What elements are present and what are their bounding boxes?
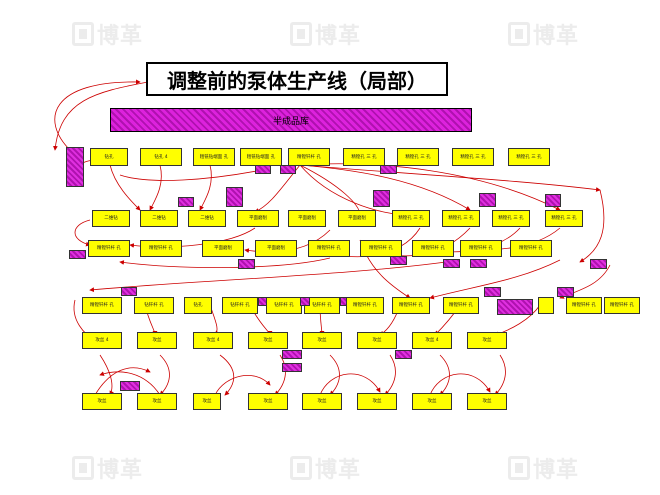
machine-node: 攻丝 4 [193, 332, 233, 349]
machine-node: 二维钻 [140, 210, 178, 227]
diagram-title: 调整前的泵体生产线（局部） [146, 62, 448, 96]
machine-node: 攻丝 [248, 332, 288, 349]
machine-node: 攻丝 [467, 332, 507, 349]
machine-node: 精镗钎杆 孔 [308, 240, 350, 257]
wip-buffer [545, 194, 561, 207]
machine-node: 精镗孔 三 孔 [492, 210, 530, 227]
wip-buffer [479, 193, 496, 207]
wip-buffer [66, 147, 84, 187]
watermark-2: 博革 [290, 18, 361, 50]
logo-icon [72, 456, 94, 480]
machine-node: 粗铣钻端面 孔 [193, 148, 235, 166]
watermark-1: 博革 [72, 18, 143, 50]
machine-node: 钻孔 [90, 148, 128, 166]
machine-node: 精镗孔 三 孔 [452, 148, 494, 166]
machine-node: 精镗孔 三 孔 [442, 210, 480, 227]
machine-node: 精镗钎杆 孔 [443, 297, 479, 314]
logo-icon [290, 22, 312, 46]
wip-buffer [557, 287, 574, 297]
machine-node: 平面磨削 [288, 210, 326, 227]
machine-node: 精镗钎杆 孔 [288, 148, 330, 166]
machine-node: 精镗孔 三 孔 [397, 148, 439, 166]
machine-node: 精镗钎杆 孔 [604, 297, 640, 314]
wip-buffer [390, 256, 407, 265]
machine-node: 精镗孔 三 孔 [392, 210, 430, 227]
wip-buffer [121, 287, 137, 296]
wip-buffer [280, 165, 296, 174]
watermark-5: 博革 [290, 452, 361, 484]
wip-buffer [590, 259, 607, 269]
wip-buffer [178, 197, 194, 207]
logo-icon [508, 22, 530, 46]
wip-buffer [282, 363, 302, 372]
machine-node: 攻丝 4 [412, 332, 452, 349]
wip-buffer [497, 299, 533, 315]
wip-buffer [120, 381, 140, 391]
machine-node: 攻丝 [302, 332, 342, 349]
machine-node: 精镗钎杆 孔 [360, 240, 402, 257]
machine-node: 二维钻 [92, 210, 130, 227]
wip-buffer [255, 165, 271, 174]
machine-node: 精镗钎杆 孔 [412, 240, 454, 257]
logo-icon [290, 456, 312, 480]
logo-icon [508, 456, 530, 480]
wip-buffer [470, 259, 487, 268]
machine-node: 二维钻 [188, 210, 226, 227]
machine-node: 攻丝 [357, 393, 397, 410]
wip-buffer [282, 350, 302, 359]
machine-node: 钻钎杆 孔 [222, 297, 258, 314]
machine-node: 钻孔 4 [140, 148, 182, 166]
wip-buffer [373, 190, 390, 207]
machine-node: 攻丝 [467, 393, 507, 410]
machine-node: 精镗孔 三 孔 [343, 148, 385, 166]
machine-node: 精镗钎杆 孔 [392, 297, 430, 314]
machine-node: 攻丝 [412, 393, 452, 410]
machine-node: 攻丝 [82, 393, 122, 410]
wip-buffer [484, 287, 501, 297]
wip-buffer [380, 165, 397, 174]
machine-node: 钻孔 [184, 297, 212, 314]
header-bar-label: 半成品库 [272, 116, 309, 127]
machine-node [538, 297, 554, 314]
machine-node: 精镗钎杆 孔 [510, 240, 552, 257]
wip-buffer [395, 350, 412, 359]
watermark-6: 博革 [508, 452, 579, 484]
machine-node: 攻丝 [248, 393, 288, 410]
machine-node: 精镗孔 三 孔 [545, 210, 583, 227]
machine-node: 钻钎杆 孔 [134, 297, 174, 314]
machine-node: 钻钎杆 孔 [266, 297, 302, 314]
machine-node: 攻丝 [137, 332, 177, 349]
wip-buffer [258, 297, 267, 306]
watermark-4: 博革 [72, 452, 143, 484]
machine-node: 攻丝 [302, 393, 342, 410]
machine-node: 攻丝 [193, 393, 221, 410]
machine-node: 平面磨削 [237, 210, 279, 227]
logo-icon [72, 22, 94, 46]
machine-node: 精镗钎杆 孔 [566, 297, 602, 314]
machine-node: 粗铣钻端面 孔 [240, 148, 282, 166]
wip-buffer [443, 259, 460, 268]
watermark-3: 博革 [508, 18, 579, 50]
wip-buffer [69, 250, 86, 259]
machine-node: 精镗钎杆 孔 [140, 240, 182, 257]
machine-node: 精镗孔 三 孔 [508, 148, 550, 166]
machine-node: 精镗钎杆 孔 [460, 240, 502, 257]
machine-node: 精镗钎杆 孔 [88, 240, 130, 257]
machine-node: 攻丝 [357, 332, 397, 349]
header-bar: 半成品库 [110, 108, 472, 132]
machine-node: 攻丝 [137, 393, 177, 410]
machine-node: 平面磨削 [255, 240, 297, 257]
wip-buffer [226, 187, 243, 207]
wip-buffer [340, 297, 347, 306]
wip-buffer [238, 259, 255, 269]
machine-node: 平面磨削 [202, 240, 244, 257]
machine-node: 精镗钎杆 孔 [82, 297, 122, 314]
machine-node: 攻丝 4 [82, 332, 122, 349]
wip-buffer [300, 297, 310, 306]
machine-node: 精镗钎杆 孔 [346, 297, 384, 314]
machine-node: 平面磨削 [338, 210, 376, 227]
